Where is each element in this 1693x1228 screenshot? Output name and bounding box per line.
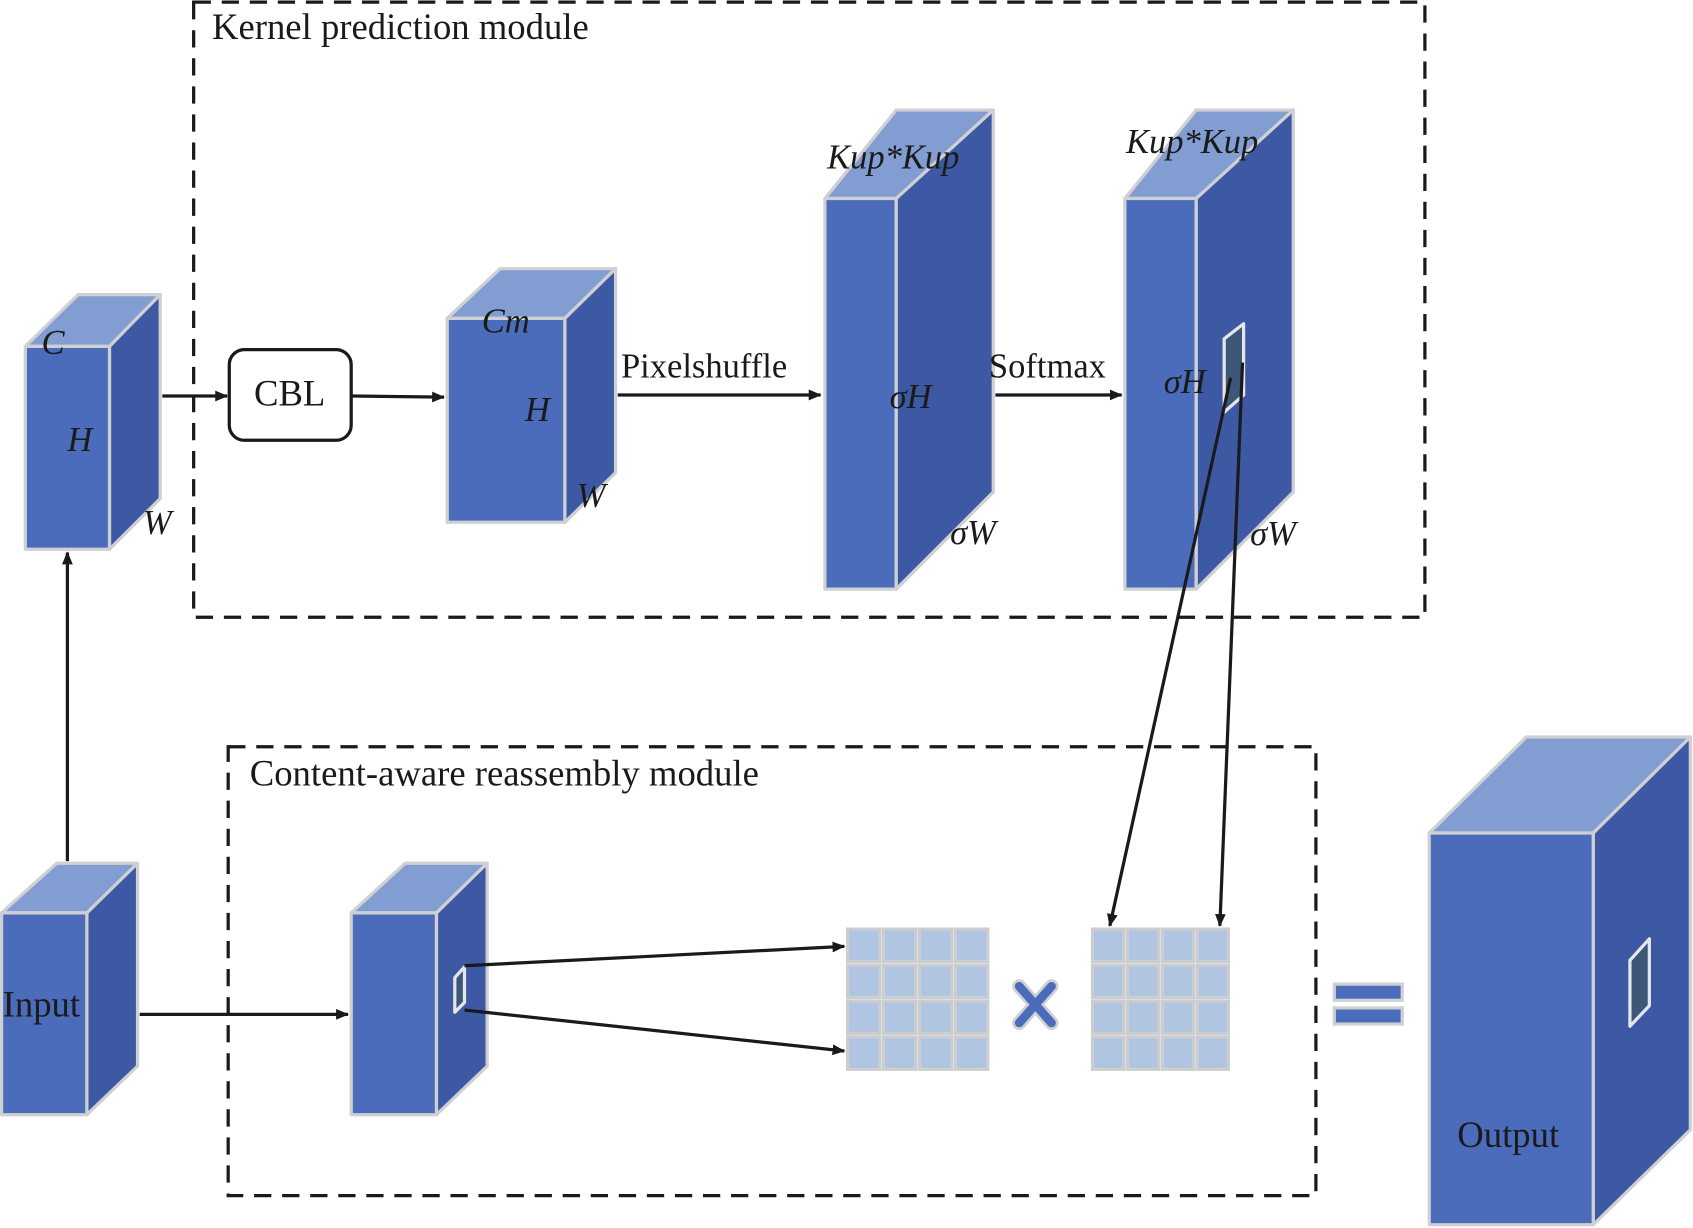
arrow-patch-to-grid-top <box>464 941 846 968</box>
kernel-grid-cell <box>1195 927 1231 964</box>
reassembly-source-cube <box>349 861 489 1117</box>
compressed-w-label: W <box>577 477 609 515</box>
kernel-grid-cell <box>1090 927 1126 964</box>
kernel-c-label: Kup*Kup <box>826 138 959 176</box>
neighborhood-grid-cell <box>845 963 882 1000</box>
input-label: Input <box>3 983 80 1024</box>
feature-map-w-label: W <box>143 504 175 542</box>
kernel-grid-cell <box>1090 963 1126 1000</box>
normalized-kernel-h-label: σH <box>1164 363 1208 401</box>
compressed-feature-cube: Cm H W <box>445 267 618 524</box>
kernel-grid-cell <box>1125 999 1161 1035</box>
kernel-grid-cell <box>1195 999 1231 1035</box>
neighborhood-grid-cell <box>917 1035 954 1071</box>
kernel-grid-cell <box>1160 927 1196 964</box>
kernel-w-label: σW <box>950 514 999 552</box>
output-cube: Output <box>1427 735 1692 1227</box>
neighborhood-grid-cell <box>917 927 954 964</box>
kernel-grid-cell <box>1125 963 1161 1000</box>
normalized-kernel-w-label: σW <box>1250 515 1299 553</box>
arrow-kernel-to-grid-left <box>1107 377 1233 927</box>
input-cube: Input <box>0 861 140 1117</box>
neighborhood-grid <box>845 927 990 1071</box>
neighborhood-grid-cell <box>881 963 918 1000</box>
arrow-patch-to-grid-bottom <box>464 1008 846 1056</box>
neighborhood-grid-cell <box>953 999 990 1035</box>
content-aware-reassembly-module-title: Content-aware reassembly module <box>250 753 759 794</box>
kernel-grid-cell <box>1160 1035 1196 1071</box>
output-label: Output <box>1457 1114 1559 1155</box>
compressed-c-label: Cm <box>482 302 530 340</box>
kernel-grid-cell <box>1090 999 1126 1035</box>
feature-map-c-label: C <box>42 324 66 362</box>
feature-map-cube: C H W <box>23 292 175 551</box>
feature-map-h-label: H <box>66 421 94 459</box>
neighborhood-grid-cell <box>881 1035 918 1071</box>
kernel-grid-cell <box>1160 999 1196 1035</box>
kernel-grid-cell <box>1195 1035 1231 1071</box>
kernel-grid-cell <box>1090 1035 1126 1071</box>
neighborhood-grid-cell <box>917 963 954 1000</box>
softmax-label: Softmax <box>989 348 1106 386</box>
kernel-grid-cell <box>1125 1035 1161 1071</box>
neighborhood-grid-cell <box>845 927 882 964</box>
neighborhood-grid-cell <box>953 1035 990 1071</box>
kernel-h-label: σH <box>890 378 934 416</box>
kernel-grid-cell <box>1125 927 1161 964</box>
equals-icon <box>1332 982 1404 1026</box>
neighborhood-grid-cell <box>953 963 990 1000</box>
cbl-label: CBL <box>254 373 325 414</box>
neighborhood-grid-cell <box>953 927 990 964</box>
pixelshuffle-label: Pixelshuffle <box>621 348 787 386</box>
multiply-icon <box>1012 979 1059 1030</box>
normalized-kernel-cube: Kup*Kup σH σW <box>1123 108 1299 591</box>
neighborhood-grid-cell <box>845 999 882 1035</box>
neighborhood-grid-cell <box>917 999 954 1035</box>
compressed-h-label: H <box>524 391 552 429</box>
kernel-prediction-module-title: Kernel prediction module <box>212 6 589 47</box>
neighborhood-grid-cell <box>881 999 918 1035</box>
neighborhood-grid-cell <box>845 1035 882 1071</box>
neighborhood-grid-cell <box>881 927 918 964</box>
cbl-block: CBL <box>227 348 353 442</box>
kernel-grid-cell <box>1195 963 1231 1000</box>
kernel-cube: Kup*Kup σH σW <box>823 108 999 591</box>
kernel-grid <box>1090 927 1231 1071</box>
arrow-cbl-to-compressed <box>352 391 446 403</box>
source-patch <box>453 965 467 1014</box>
kernel-grid-cell <box>1160 963 1196 1000</box>
output-patch <box>1628 937 1651 1028</box>
arrow-kernel-to-grid-right <box>1214 362 1245 927</box>
content-aware-reassembly-module-box <box>226 745 1318 1198</box>
normalized-kernel-c-label: Kup*Kup <box>1125 123 1258 161</box>
